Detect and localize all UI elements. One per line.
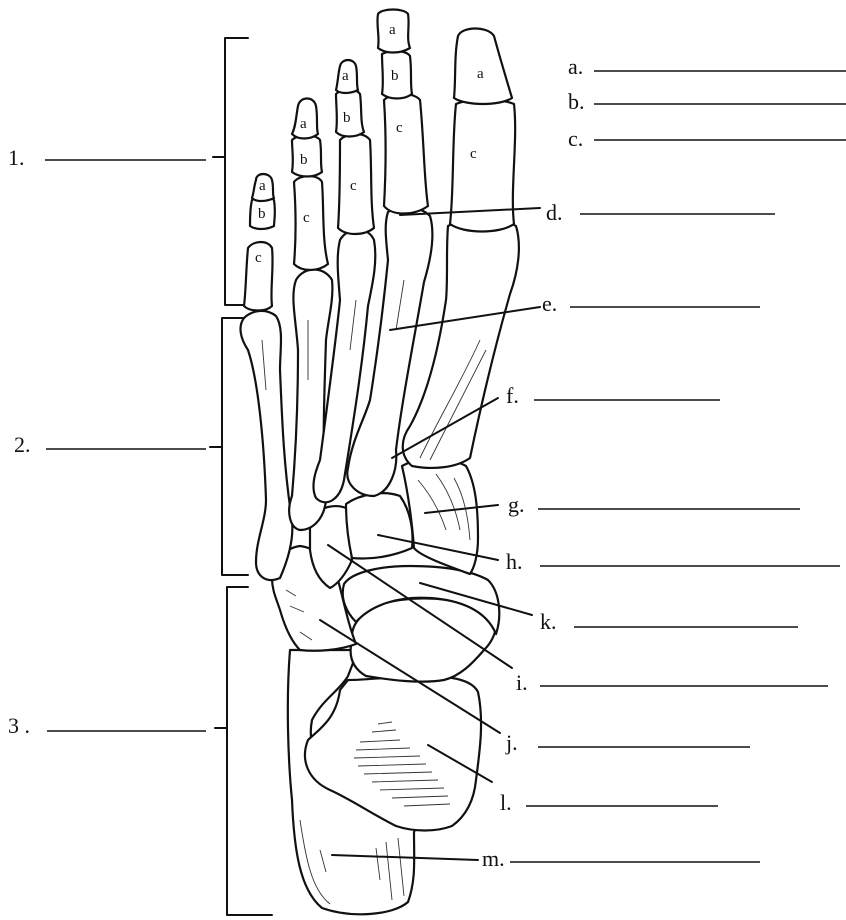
talus-head [351,599,496,682]
label-a: a. [568,54,583,79]
phalanx-letter: a [342,68,349,84]
label-g: g. [508,492,525,517]
phalanx-letter: c [396,120,403,136]
phalanx-letter: c [255,250,262,266]
label-c: c. [568,126,583,151]
label-h: h. [506,549,523,574]
phalanx-letter: c [350,178,357,194]
bracket-metatarsals [210,318,248,575]
proximal-phalanx-2 [384,94,428,214]
bones [241,10,519,915]
label-l: l. [500,790,512,815]
bracket-phalanges [213,38,248,305]
label-3: 3 . [8,713,30,738]
label-i: i. [516,670,528,695]
phalanx-letter: a [259,178,266,194]
label-1: 1. [8,145,25,170]
phalanx-letter: b [258,206,266,222]
phalanx-letter: c [303,210,310,226]
label-d: d. [546,200,563,225]
phalanx-letter: b [391,68,399,84]
label-f: f. [506,383,519,408]
label-b: b. [568,89,585,114]
left-labels: 1. 2. 3 . [8,145,206,738]
label-k: k. [540,609,557,634]
brackets [210,38,272,915]
intermediate-cuneiform [346,493,413,558]
label-e: e. [542,291,557,316]
phalanx-letter: a [477,66,484,82]
proximal-phalanx-4 [294,176,328,270]
label-m: m. [482,846,505,871]
phalanx-letter: a [300,116,307,132]
phalanx-letter: b [343,110,351,126]
phalanx-letter: c [470,146,477,162]
phalanx-letter: a [389,22,396,38]
bracket-tarsals [215,587,272,915]
metatarsal-5 [241,311,293,580]
label-j: j. [505,730,518,755]
phalanx-letter: b [300,152,308,168]
label-2: 2. [14,432,31,457]
right-labels: a. b. c. d. e. f. g. h. k. i. j. l. m. [482,54,846,871]
